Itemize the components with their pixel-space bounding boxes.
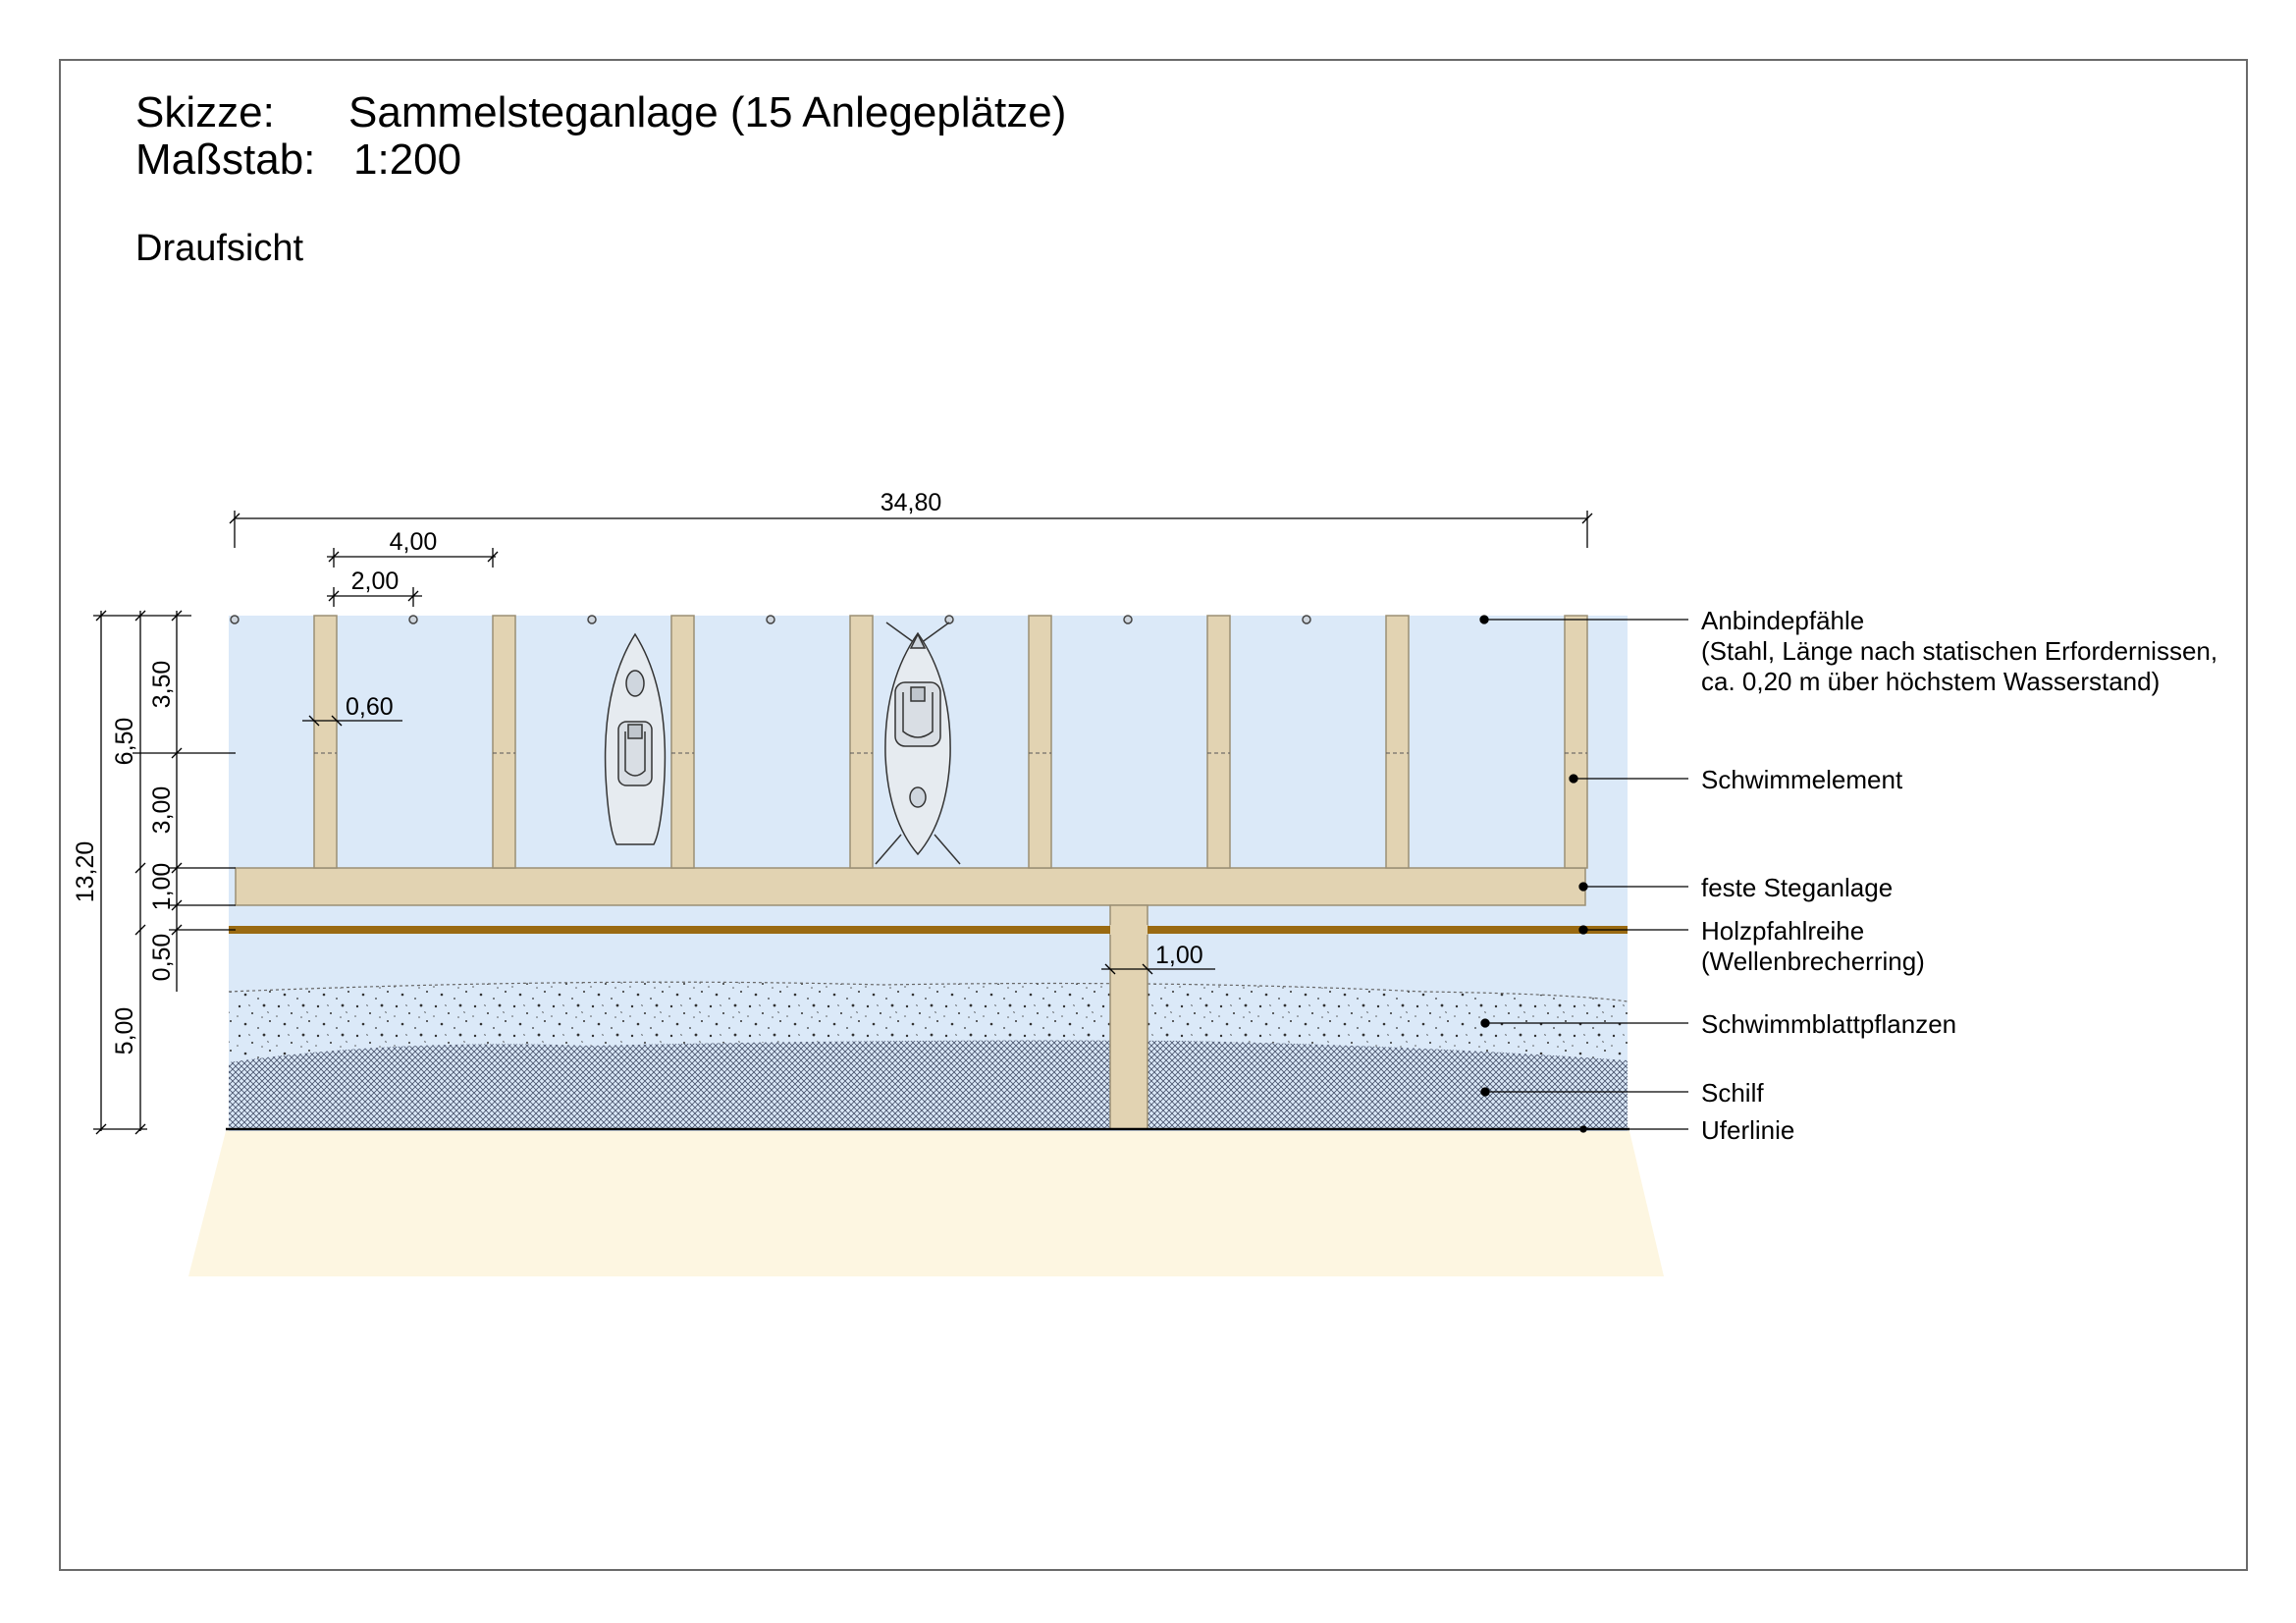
scale-value: 1:200 (353, 135, 462, 184)
finger-pier (313, 615, 338, 869)
finger-pier (1206, 615, 1231, 869)
dim-v-100: 1,00 (148, 863, 176, 911)
finger-pier (1028, 615, 1052, 869)
mooring-post (230, 615, 240, 624)
massstab-label: Maßstab: (135, 135, 316, 184)
leader-dot (1579, 1125, 1587, 1133)
mooring-post (944, 615, 954, 624)
floating-leaf-plants-edge (228, 981, 1629, 1002)
finger-pier (849, 615, 874, 869)
skizze-label: Skizze: (135, 88, 275, 136)
dim-v-350: 3,50 (148, 661, 176, 709)
legend-schilf: Schilf (1701, 1078, 1764, 1108)
legend-feste-steganlage: feste Steganlage (1701, 873, 1893, 902)
dim-post-spacing: 2,00 (351, 568, 400, 595)
finger-piers (313, 615, 1588, 869)
mooring-posts (230, 615, 1311, 624)
leader-dot (1479, 615, 1489, 624)
legend-schwimmelement: Schwimmelement (1701, 765, 1903, 794)
finger-pier (1564, 615, 1588, 869)
floating-leaf-plants-zone (229, 982, 1628, 1062)
leader-dot (1480, 1087, 1490, 1097)
shore-area (188, 1131, 1664, 1276)
jetty-stem-crossing (1110, 925, 1148, 935)
dim-v-300: 3,00 (148, 786, 176, 835)
legend-anbindepfaehle-sub1: (Stahl, Länge nach statischen Erforderni… (1701, 636, 2217, 666)
mooring-post (587, 615, 597, 624)
boat-icon (875, 622, 961, 865)
legend-schwimmblattpflanzen: Schwimmblattpflanzen (1701, 1009, 1956, 1039)
mooring-post (1123, 615, 1133, 624)
leader-dot (1480, 1018, 1490, 1028)
leader-dot (1578, 882, 1588, 892)
finger-pier (492, 615, 516, 869)
legend-holzpfahlreihe: Holzpfahlreihe (1701, 916, 1864, 946)
dim-finger-width: 0,60 (346, 693, 394, 721)
view-label: Draufsicht (135, 228, 304, 269)
fixed-jetty-walkway (235, 867, 1586, 906)
vertical-dim-ticks (93, 610, 236, 1135)
dim-pier-spacing: 4,00 (390, 528, 438, 556)
dim-v-500: 5,00 (111, 1007, 138, 1055)
mooring-post (408, 615, 418, 624)
finger-pier (670, 615, 695, 869)
boat-icon (604, 632, 667, 845)
legend-holzpfahlreihe-sub: (Wellenbrecherring) (1701, 947, 1925, 976)
reed-zone (229, 1040, 1628, 1129)
legend-uferlinie: Uferlinie (1701, 1115, 1794, 1145)
dim-v-050: 0,50 (148, 934, 176, 982)
legend-anbindepfaehle-sub2: ca. 0,20 m über höchstem Wasserstand) (1701, 667, 2160, 696)
leader-dot (1569, 774, 1578, 784)
dim-v-total: 13,20 (72, 841, 99, 903)
dim-total-width: 34,80 (881, 489, 942, 516)
legend-anbindepfaehle: Anbindepfähle (1701, 606, 1864, 635)
mooring-post (766, 615, 775, 624)
dim-walkway-width: 1,00 (1155, 942, 1203, 969)
timber-pile-row (229, 926, 1628, 934)
mooring-post (1302, 615, 1311, 624)
leader-dot (1578, 925, 1588, 935)
drawing-frame (59, 59, 2248, 1571)
legend-leaders (1479, 615, 1688, 1133)
finger-pier (1385, 615, 1410, 869)
dim-v-upper: 6,50 (111, 718, 138, 766)
drawing-title: Sammelsteganlage (15 Anlegeplätze) (348, 88, 1067, 136)
jetty-stem (1109, 904, 1148, 1130)
